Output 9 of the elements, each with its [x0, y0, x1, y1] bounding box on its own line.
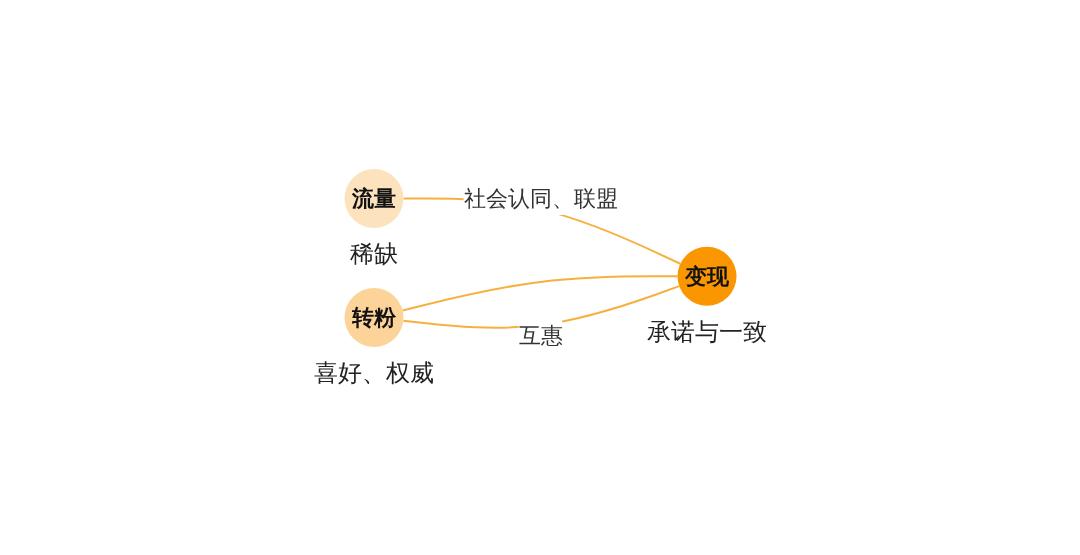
node-circle: 转粉	[344, 287, 403, 347]
connector	[401, 274, 678, 311]
edge-label: 互惠	[518, 322, 562, 348]
node-caption: 承诺与一致	[646, 317, 767, 346]
node-circle: 变现	[677, 246, 736, 306]
node-caption: 稀缺	[349, 239, 398, 268]
node-caption: 喜好、权威	[313, 358, 434, 387]
node-circle: 流量	[344, 168, 403, 228]
edge-label: 社会认同、联盟	[463, 185, 617, 211]
